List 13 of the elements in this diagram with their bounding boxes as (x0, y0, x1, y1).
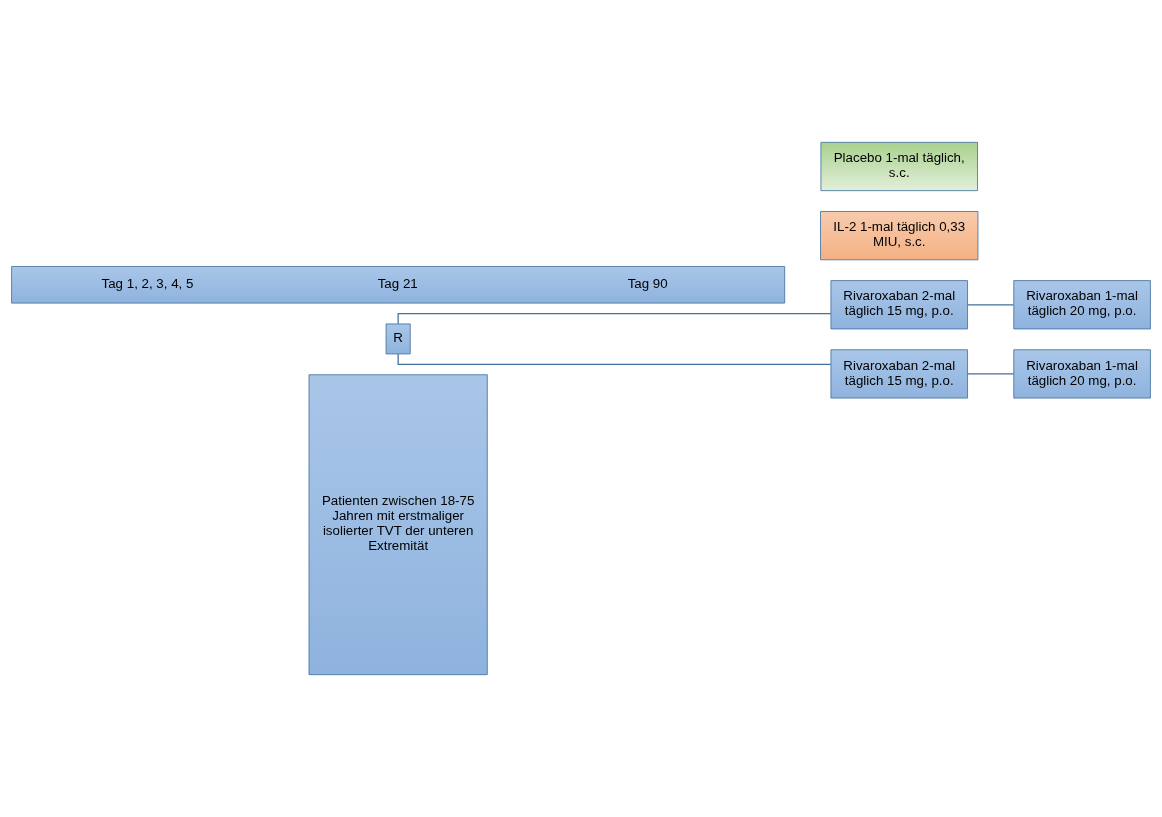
node-box: R (385, 323, 411, 355)
connector (966, 373, 1015, 375)
connector (397, 312, 832, 325)
connector (966, 304, 1015, 306)
connector (397, 353, 832, 365)
node-box: IL-2 1-mal täglich 0,33 MIU, s.c. (820, 211, 979, 261)
node-box: Placebo 1-mal täglich, s.c. (820, 141, 978, 192)
node-box: Rivaroxaban 1-mal täglich 20 mg, p.o. (1013, 349, 1151, 399)
node-box: Rivaroxaban 1-mal täglich 20 mg, p.o. (1013, 280, 1151, 330)
node-box: Rivaroxaban 2-mal täglich 15 mg, p.o. (830, 349, 968, 399)
node-box: Rivaroxaban 2-mal täglich 15 mg, p.o. (830, 280, 968, 330)
node-box: Patienten zwischen 18-75 Jahren mit erstmaliger isolierter TVT der unteren Extremität (308, 374, 488, 676)
node-box: Tag 1, 2, 3, 4, 5 Tag 21 Tag 90 (11, 266, 786, 304)
